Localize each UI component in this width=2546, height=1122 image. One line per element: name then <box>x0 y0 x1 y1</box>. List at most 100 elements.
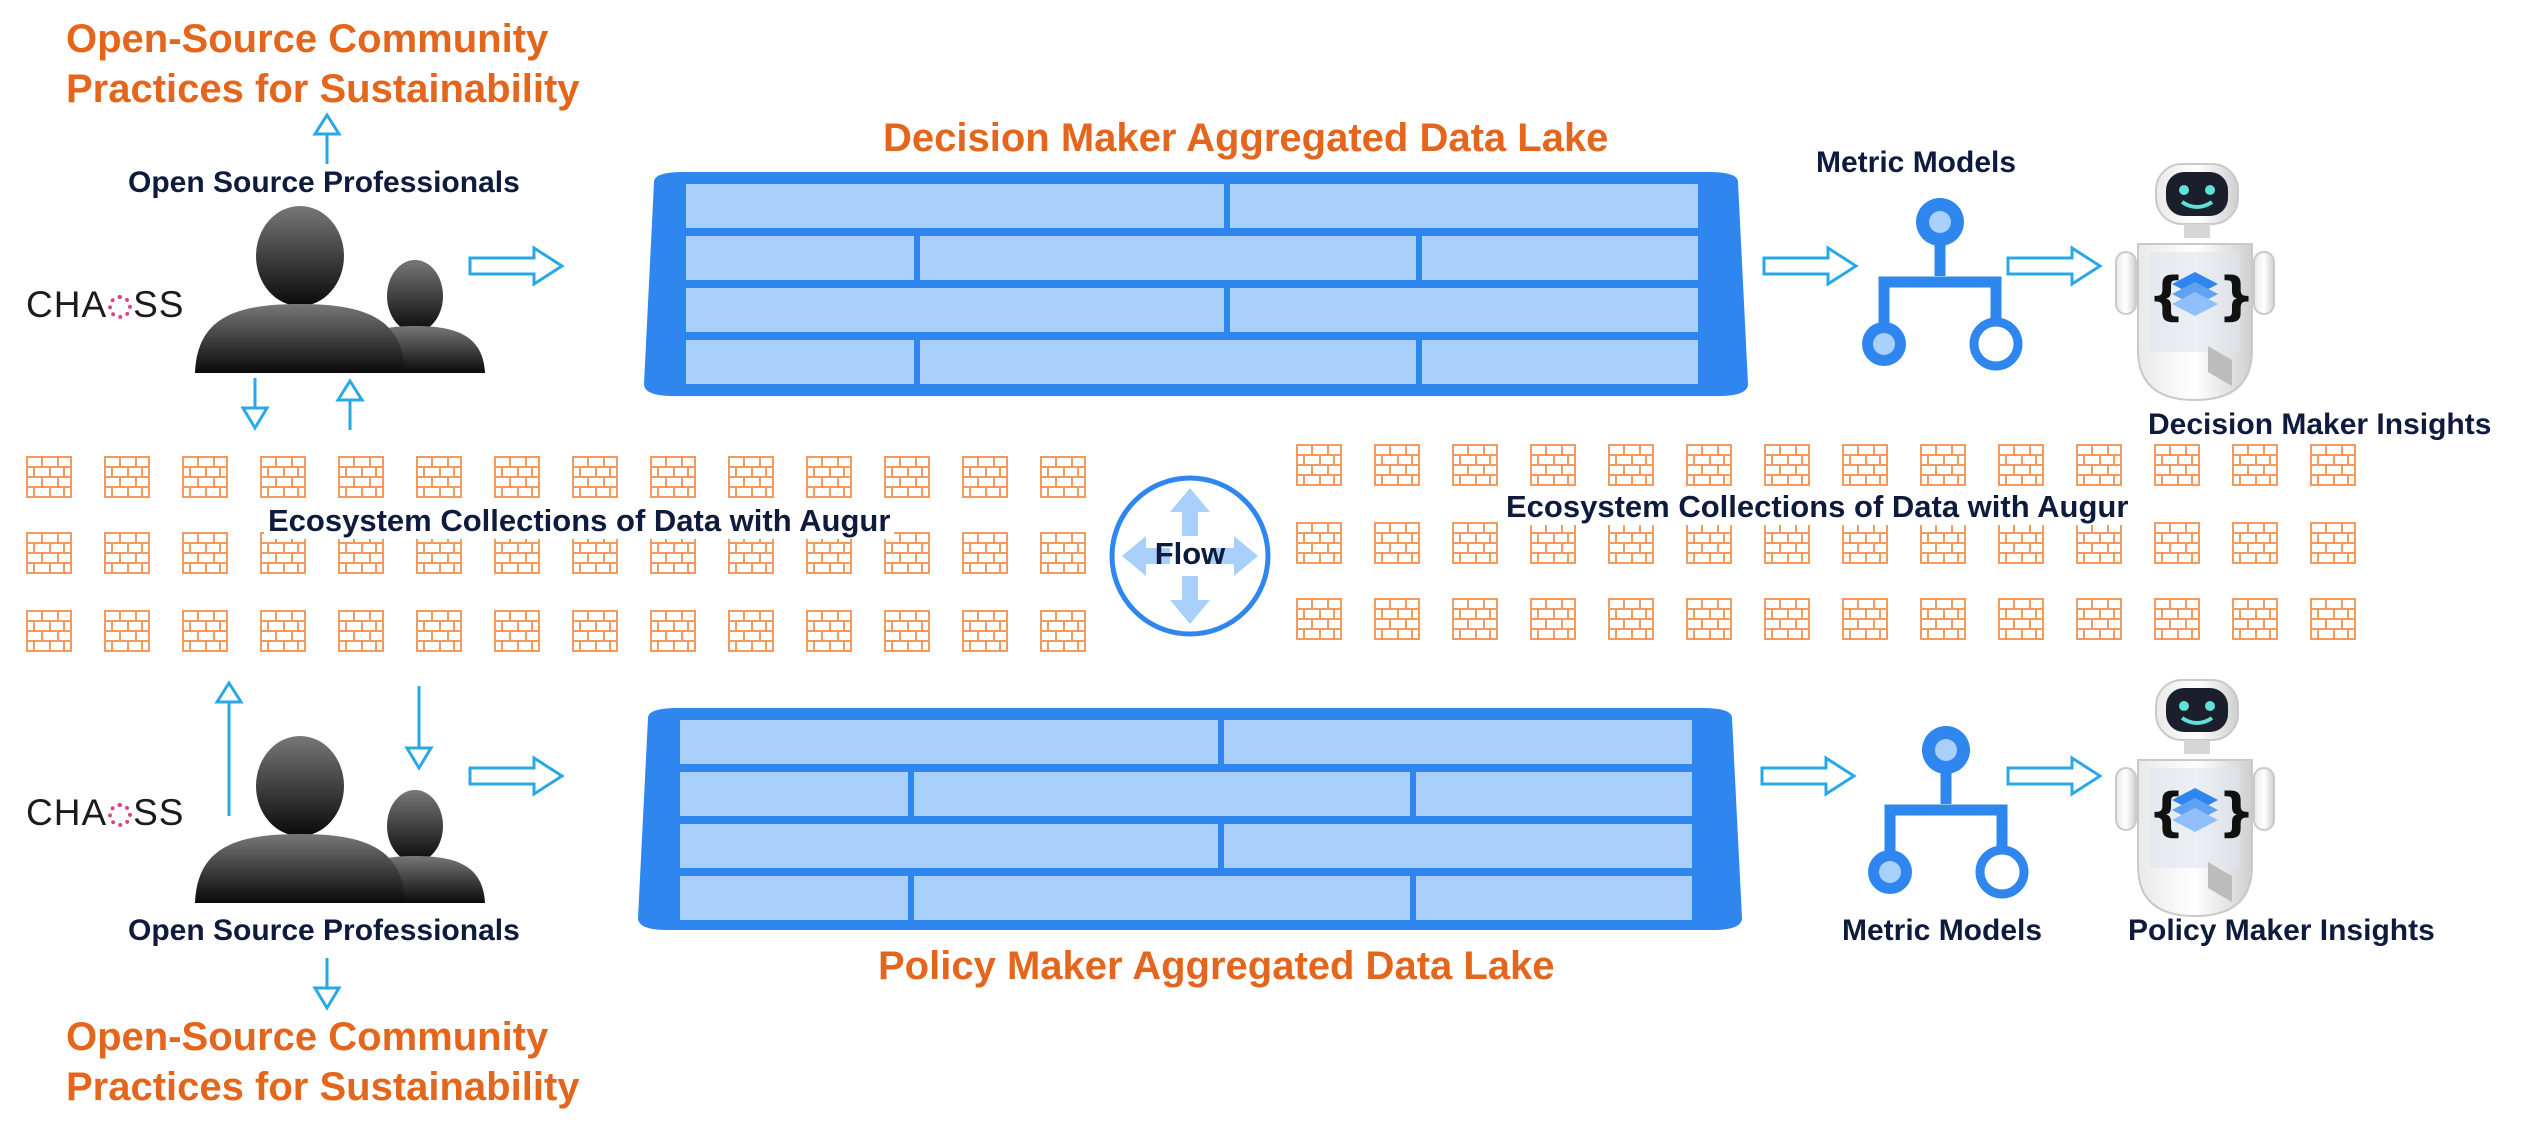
brick-wall-icon <box>1374 598 1420 640</box>
brick-wall-icon <box>26 456 72 498</box>
brick-wall-icon <box>2310 522 2356 564</box>
brick-wall-icon <box>1920 522 1966 564</box>
chaoss-logo-prefix: CHA <box>26 284 108 325</box>
chaoss-logo-suffix: SS <box>133 792 185 833</box>
bottom-chaoss-logo: CHA SS <box>26 792 184 834</box>
brick-wall-icon <box>1040 610 1086 652</box>
brick-wall-icon <box>1842 444 1888 486</box>
brick-wall-icon <box>1530 444 1576 486</box>
arrow-up-icon <box>312 112 342 164</box>
brick-wall-icon <box>260 456 306 498</box>
brick-wall-icon <box>1040 532 1086 574</box>
brick-wall-icon <box>26 610 72 652</box>
brick-wall-icon <box>2076 598 2122 640</box>
brick-wall-icon <box>1998 522 2044 564</box>
brick-wall-icon <box>2154 522 2200 564</box>
brick-wall-icon <box>1452 598 1498 640</box>
top-lake-title: Decision Maker Aggregated Data Lake <box>883 116 1609 160</box>
arrow-right-icon <box>468 755 565 797</box>
brick-wall-icon <box>884 610 930 652</box>
brick-wall-icon <box>1296 444 1342 486</box>
arrow-right-icon <box>468 245 565 287</box>
brick-wall-icon <box>1296 522 1342 564</box>
brick-wall-icon <box>338 456 384 498</box>
top-practices-title-line1: Open-Source Community <box>66 17 549 61</box>
brick-wall-icon <box>1608 522 1654 564</box>
flow-label: Flow <box>1154 536 1226 571</box>
brick-wall-icon <box>728 610 774 652</box>
brick-wall-icon <box>416 456 462 498</box>
metric-tree-icon <box>1862 198 2023 371</box>
brick-wall-icon <box>2310 444 2356 486</box>
brick-wall-icon <box>1040 456 1086 498</box>
brick-wall-icon <box>2232 598 2278 640</box>
brick-wall-icon <box>1764 522 1810 564</box>
arrow-right-icon <box>2006 245 2103 287</box>
brick-wall-icon <box>1764 598 1810 640</box>
brick-wall-icon <box>884 532 930 574</box>
brick-wall-icon <box>806 456 852 498</box>
brick-wall-icon <box>1842 522 1888 564</box>
brick-wall-icon <box>962 532 1008 574</box>
bottom-insights-label: Policy Maker Insights <box>2128 914 2435 947</box>
brick-grid <box>26 444 2356 652</box>
brick-wall-icon <box>884 456 930 498</box>
chaoss-logo-suffix: SS <box>133 284 185 325</box>
brick-wall-icon <box>2232 522 2278 564</box>
arrow-down-icon <box>404 686 434 771</box>
brick-wall-icon <box>2076 522 2122 564</box>
brick-wall-icon <box>572 532 618 574</box>
brick-wall-icon <box>1530 522 1576 564</box>
bottom-data-lake <box>638 708 1742 930</box>
brick-wall-icon <box>1998 444 2044 486</box>
brick-wall-icon <box>416 610 462 652</box>
brick-wall-icon <box>572 610 618 652</box>
arrow-down-icon <box>312 958 342 1011</box>
brick-wall-icon <box>1920 444 1966 486</box>
svg-text:}: } <box>2218 783 2255 843</box>
brick-wall-icon <box>2232 444 2278 486</box>
brick-wall-icon <box>962 456 1008 498</box>
brick-wall-icon <box>1842 598 1888 640</box>
chaoss-ring-icon <box>108 803 133 828</box>
top-metric-models-label: Metric Models <box>1816 146 2017 179</box>
robot-icon: { } <box>2115 163 2275 402</box>
brick-wall-icon <box>650 532 696 574</box>
brick-wall-icon <box>650 456 696 498</box>
bottom-lake-title: Policy Maker Aggregated Data Lake <box>878 944 1555 988</box>
arrow-right-icon <box>2006 755 2103 797</box>
top-insights-label: Decision Maker Insights <box>2148 408 2492 441</box>
brick-wall-icon <box>26 532 72 574</box>
flow-router-icon <box>1109 475 1271 637</box>
brick-wall-icon <box>494 456 540 498</box>
brick-wall-icon <box>338 532 384 574</box>
people-silhouette-icon <box>195 206 485 373</box>
brick-wall-icon <box>962 610 1008 652</box>
bottom-professionals-label: Open Source Professionals <box>128 914 520 947</box>
brick-wall-icon <box>728 532 774 574</box>
brick-wall-icon <box>806 610 852 652</box>
brick-wall-icon <box>2076 444 2122 486</box>
brick-wall-icon <box>2154 598 2200 640</box>
brick-wall-icon <box>182 532 228 574</box>
chaoss-logo-prefix: CHA <box>26 792 108 833</box>
brick-wall-icon <box>728 456 774 498</box>
top-professionals-label: Open Source Professionals <box>128 166 520 199</box>
brick-wall-icon <box>1998 598 2044 640</box>
brick-wall-icon <box>494 532 540 574</box>
arrow-right-icon <box>1760 755 1857 797</box>
arrow-down-icon <box>240 378 270 431</box>
top-data-lake <box>644 172 1748 396</box>
arrow-right-icon <box>1762 245 1859 287</box>
brick-wall-icon <box>338 610 384 652</box>
brick-wall-icon <box>104 532 150 574</box>
brick-wall-icon <box>1686 444 1732 486</box>
brick-wall-icon <box>1452 522 1498 564</box>
brick-wall-icon <box>1920 598 1966 640</box>
brick-wall-icon <box>1530 598 1576 640</box>
brick-wall-icon <box>104 610 150 652</box>
people-silhouette-icon <box>195 736 485 903</box>
eco-left-label: Ecosystem Collections of Data with Augur <box>264 503 895 539</box>
brick-wall-icon <box>182 610 228 652</box>
brick-wall-icon <box>806 532 852 574</box>
